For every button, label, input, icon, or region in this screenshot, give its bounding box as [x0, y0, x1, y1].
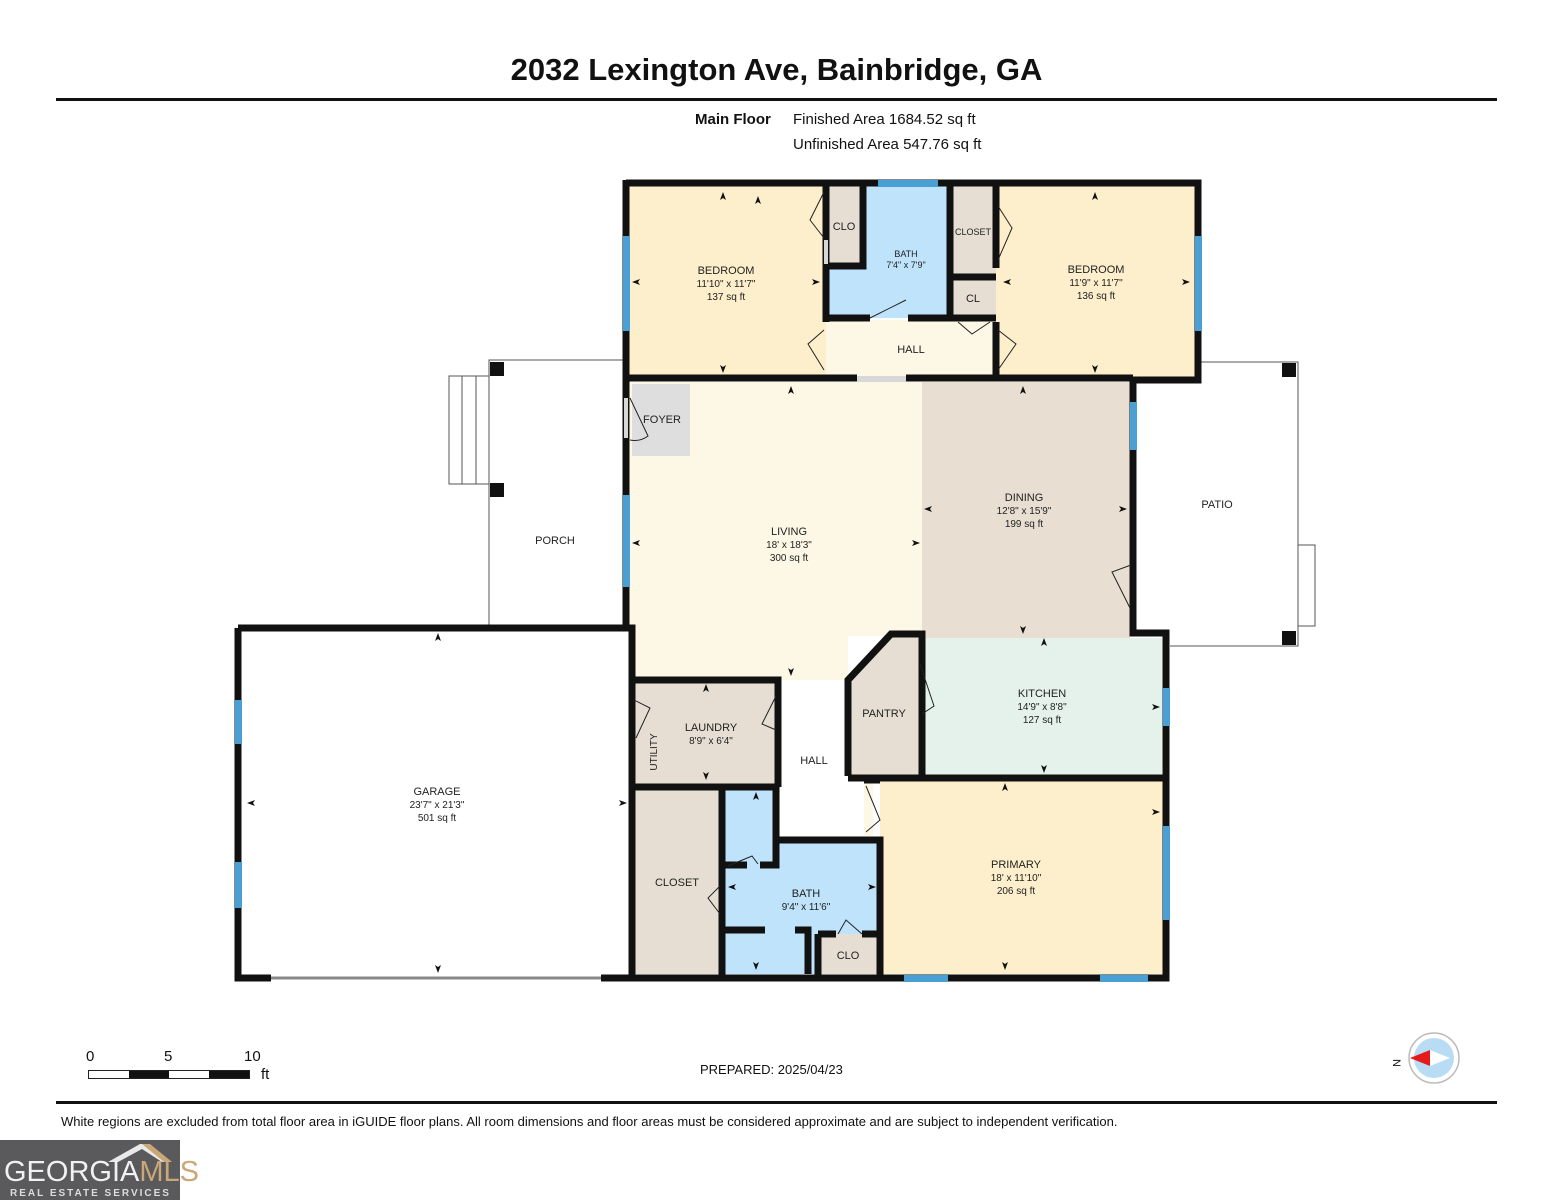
bedroom-left-area: 137 sq ft — [707, 292, 746, 303]
door-openings — [624, 240, 906, 438]
room-bedroom-right — [996, 186, 1196, 379]
doors — [629, 191, 1132, 935]
patio-name: PATIO — [1201, 499, 1233, 511]
hall-lower-name: HALL — [800, 755, 828, 767]
room-closet-lower — [632, 790, 722, 974]
room-bath-upper — [826, 186, 950, 318]
bedroom-right-name: BEDROOM — [1068, 264, 1125, 276]
patio-post — [1282, 631, 1296, 645]
laundry-dims: 8'9" x 6'4" — [689, 736, 733, 747]
scale-tick-5: 5 — [164, 1048, 173, 1065]
room-bedroom-left — [626, 186, 826, 379]
disclaimer: White regions are excluded from total fl… — [61, 1114, 1118, 1129]
porch-post — [490, 483, 504, 497]
clo-lower-name: CLO — [837, 950, 860, 962]
room-clo-upper — [826, 186, 863, 266]
living-area: 300 sq ft — [770, 553, 809, 564]
primary-area: 206 sq ft — [997, 886, 1036, 897]
page-title: 2032 Lexington Ave, Bainbridge, GA — [510, 52, 1043, 87]
garage-area: 501 sq ft — [418, 813, 457, 824]
scale-unit: ft — [261, 1066, 270, 1083]
porch — [448, 359, 624, 626]
scale-bar-graphic — [88, 1070, 250, 1079]
logo-text: GEORGIAMLS — [4, 1156, 199, 1188]
header-divider — [56, 98, 1497, 101]
footer-divider — [56, 1101, 1497, 1104]
closet-upper-name: CLOSET — [955, 227, 992, 237]
living-name: LIVING — [771, 526, 807, 538]
room-labels: BEDROOM 11'10" x 11'7" 137 sq ft BEDROOM… — [410, 221, 1234, 962]
finished-area: Finished Area 1684.52 sq ft — [793, 111, 976, 128]
dining-name: DINING — [1005, 492, 1044, 504]
kitchen-area: 127 sq ft — [1023, 715, 1062, 726]
room-closet-upper — [950, 186, 996, 274]
unfinished-area: Unfinished Area 547.76 sq ft — [793, 136, 982, 153]
foyer-name: FOYER — [643, 414, 681, 426]
room-dining — [922, 382, 1130, 638]
compass: N — [1390, 1030, 1465, 1095]
garage-dims: 23'7" x 21'3" — [410, 800, 465, 811]
pantry-name: PANTRY — [862, 708, 906, 720]
room-primary — [880, 780, 1164, 974]
room-cl-upper — [950, 278, 996, 318]
bedroom-right-dims: 11'9" x 11'7" — [1069, 278, 1123, 289]
clo-upper-name: CLO — [833, 221, 856, 233]
scale-tick-0: 0 — [86, 1048, 95, 1065]
dimension-arrows — [247, 192, 1190, 973]
bath-lower-name: BATH — [792, 888, 821, 900]
primary-name: PRIMARY — [991, 859, 1042, 871]
room-kitchen — [922, 638, 1162, 776]
compass-needle-north-icon — [1410, 1050, 1430, 1066]
roof-icon — [108, 1144, 172, 1162]
room-pantry — [848, 636, 920, 776]
scale-tick-10: 10 — [244, 1048, 261, 1065]
windows — [235, 180, 1202, 982]
patio-post — [1282, 363, 1296, 377]
bath-upper-dims: 7'4" x 7'9" — [886, 260, 925, 270]
bath-lower-dims: 9'4" x 11'6" — [782, 902, 831, 913]
porch-post — [490, 362, 504, 376]
garage-name: GARAGE — [413, 786, 460, 798]
porch-name: PORCH — [535, 535, 575, 547]
cl-upper-name: CL — [966, 293, 980, 305]
compass-needle-south-icon — [1430, 1050, 1450, 1066]
georgiamls-logo: GEORGIAMLS REAL ESTATE SERVICES — [0, 1140, 199, 1200]
floor-label: Main Floor — [695, 111, 771, 128]
kitchen-name: KITCHEN — [1018, 688, 1066, 700]
room-clo-lower — [816, 934, 880, 974]
prepared-date: PREPARED: 2025/04/23 — [700, 1062, 843, 1077]
room-laundry — [632, 682, 778, 784]
logo-subtext: REAL ESTATE SERVICES — [10, 1188, 171, 1199]
hall-upper-name: HALL — [897, 344, 925, 356]
room-foyer — [632, 384, 690, 456]
primary-dims: 18' x 11'10" — [991, 873, 1042, 884]
closet-lower-name: CLOSET — [655, 877, 699, 889]
bath-upper-name: BATH — [894, 249, 917, 259]
living-dims: 18' x 18'3" — [766, 540, 812, 551]
utility-name: UTILITY — [649, 733, 660, 771]
bedroom-left-dims: 11'10" x 11'7" — [697, 279, 756, 290]
dining-area: 199 sq ft — [1005, 519, 1044, 530]
bedroom-left-name: BEDROOM — [698, 265, 755, 277]
compass-north-label: N — [1390, 1059, 1402, 1067]
kitchen-dims: 14'9" x 8'8" — [1017, 702, 1067, 713]
bedroom-right-area: 136 sq ft — [1077, 291, 1116, 302]
patio — [1170, 361, 1316, 647]
room-living — [628, 382, 922, 838]
laundry-name: LAUNDRY — [685, 722, 738, 734]
dining-dims: 12'8" x 15'9" — [997, 506, 1052, 517]
